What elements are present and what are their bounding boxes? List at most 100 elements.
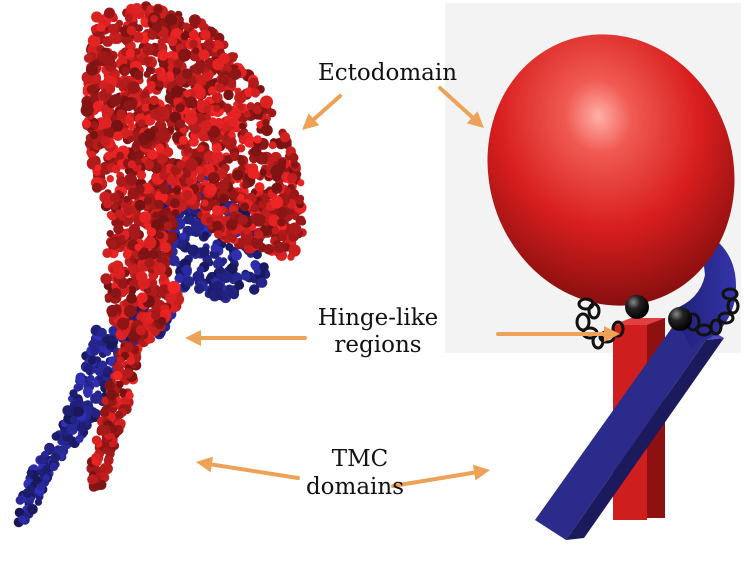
- atom-sphere: [267, 108, 277, 118]
- atom-sphere: [201, 199, 209, 207]
- hinge-ball-right: [668, 307, 692, 331]
- atom-sphere: [111, 164, 121, 174]
- atom-sphere: [87, 34, 101, 47]
- atom-sphere: [200, 120, 212, 132]
- atom-sphere: [193, 83, 203, 92]
- atom-sphere: [76, 422, 87, 433]
- atom-sphere: [175, 119, 186, 129]
- atom-sphere: [264, 225, 275, 235]
- atom-sphere: [126, 293, 137, 304]
- arrow-hinge-left: [185, 330, 307, 346]
- atom-sphere: [226, 219, 238, 231]
- atom-sphere: [256, 121, 264, 129]
- atom-sphere: [243, 110, 251, 118]
- atom-sphere: [237, 214, 248, 226]
- atom-sphere: [99, 407, 110, 418]
- atom-sphere: [135, 184, 145, 194]
- atom-sphere: [247, 167, 259, 179]
- atom-sphere: [199, 246, 210, 258]
- atom-sphere: [239, 122, 247, 130]
- atom-sphere: [91, 11, 103, 23]
- atom-sphere: [274, 173, 282, 181]
- atom-sphere: [115, 19, 124, 27]
- atom-sphere: [260, 95, 273, 109]
- atom-sphere: [192, 62, 205, 75]
- atom-sphere: [254, 268, 262, 276]
- atom-sphere: [171, 85, 184, 98]
- atom-sphere: [122, 368, 133, 379]
- atom-sphere: [250, 145, 261, 157]
- atom-sphere: [121, 396, 129, 405]
- atom-sphere: [259, 262, 269, 272]
- atom-sphere: [143, 236, 157, 249]
- atom-sphere: [297, 179, 305, 187]
- atom-sphere: [277, 217, 286, 227]
- atom-sphere: [103, 7, 115, 19]
- atom-sphere: [69, 389, 78, 398]
- atom-sphere: [250, 88, 260, 98]
- atom-sphere: [102, 248, 113, 258]
- atom-sphere: [210, 243, 219, 253]
- atom-sphere: [103, 336, 111, 344]
- atom-sphere: [209, 117, 218, 126]
- atom-sphere: [180, 32, 189, 41]
- atom-sphere: [168, 255, 180, 267]
- atom-sphere: [135, 324, 147, 336]
- atom-sphere: [268, 214, 281, 227]
- atom-sphere: [104, 151, 113, 161]
- atom-sphere: [197, 144, 205, 153]
- atom-sphere: [163, 221, 173, 231]
- atom-sphere: [268, 141, 277, 150]
- arrow-hinge-right: [496, 326, 620, 342]
- atom-sphere: [204, 57, 215, 68]
- atom-sphere: [252, 250, 262, 260]
- atom-sphere: [146, 227, 157, 237]
- atom-sphere: [270, 195, 284, 209]
- atom-sphere: [230, 189, 239, 199]
- atom-sphere: [126, 356, 136, 366]
- atom-sphere: [156, 231, 165, 240]
- atom-sphere: [198, 49, 210, 61]
- atom-sphere: [175, 273, 184, 282]
- atom-sphere: [175, 103, 185, 113]
- atom-sphere: [125, 174, 137, 186]
- atom-sphere: [218, 52, 230, 65]
- atom-sphere: [196, 266, 205, 274]
- atom-sphere: [172, 66, 181, 75]
- atom-sphere: [254, 182, 265, 193]
- atom-sphere: [133, 48, 141, 56]
- atom-sphere: [98, 50, 110, 63]
- atom-sphere: [114, 209, 124, 218]
- atom-sphere: [27, 504, 38, 515]
- atom-sphere: [124, 14, 133, 23]
- atom-sphere: [147, 149, 158, 160]
- atom-sphere: [51, 432, 61, 441]
- atom-sphere: [103, 455, 114, 466]
- atom-sphere: [66, 423, 78, 435]
- atom-sphere: [84, 139, 94, 148]
- atom-sphere: [212, 205, 222, 216]
- atom-sphere: [110, 287, 122, 299]
- atom-sphere: [128, 223, 141, 236]
- atom-sphere: [97, 327, 107, 338]
- atom-sphere: [99, 191, 111, 204]
- atom-sphere: [104, 74, 113, 84]
- hinge-ball-left: [625, 295, 649, 319]
- atom-sphere: [276, 206, 288, 218]
- atom-sphere: [231, 249, 242, 261]
- atom-sphere: [211, 280, 224, 293]
- atom-sphere: [167, 57, 175, 66]
- atom-sphere: [279, 233, 288, 242]
- atom-sphere: [200, 29, 211, 41]
- atom-sphere: [225, 243, 234, 251]
- atom-sphere: [186, 216, 196, 225]
- atom-sphere: [132, 31, 144, 43]
- atom-sphere: [121, 66, 130, 76]
- atom-sphere: [141, 103, 150, 112]
- atom-sphere: [257, 277, 268, 288]
- atom-sphere: [185, 177, 194, 186]
- atom-sphere: [156, 130, 169, 143]
- atom-sphere: [143, 70, 151, 78]
- atom-sphere: [295, 215, 305, 225]
